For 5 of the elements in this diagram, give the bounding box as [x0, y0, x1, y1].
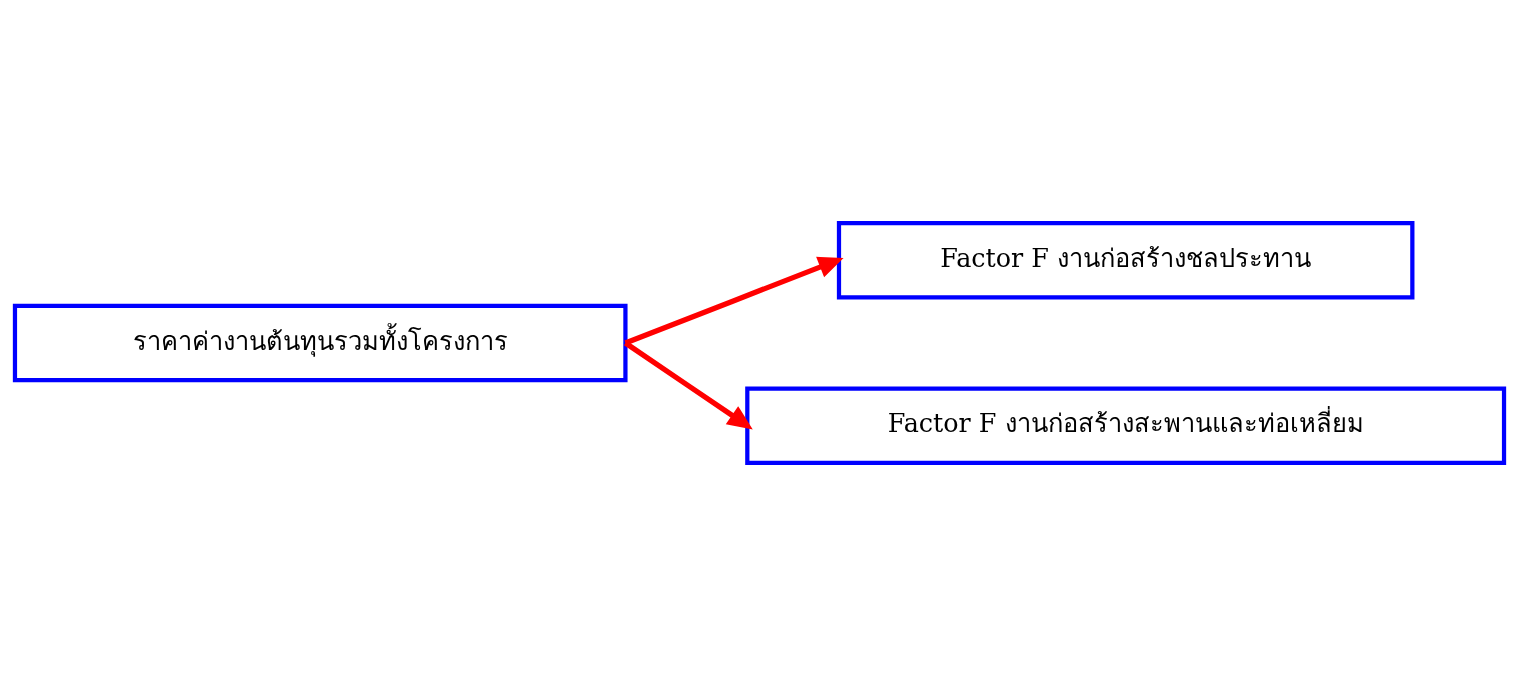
- node-box: ราคาค่างานต้นทุนรวมทั้งโครงการ: [12, 303, 628, 382]
- arrow: [623, 256, 844, 345]
- node-box: Factor F งานก่อสร้างชลประทาน: [836, 220, 1414, 300]
- arrow: [623, 340, 753, 429]
- node-box: Factor F งานก่อสร้างสะพานและท่อเหลี่ยม: [744, 385, 1506, 465]
